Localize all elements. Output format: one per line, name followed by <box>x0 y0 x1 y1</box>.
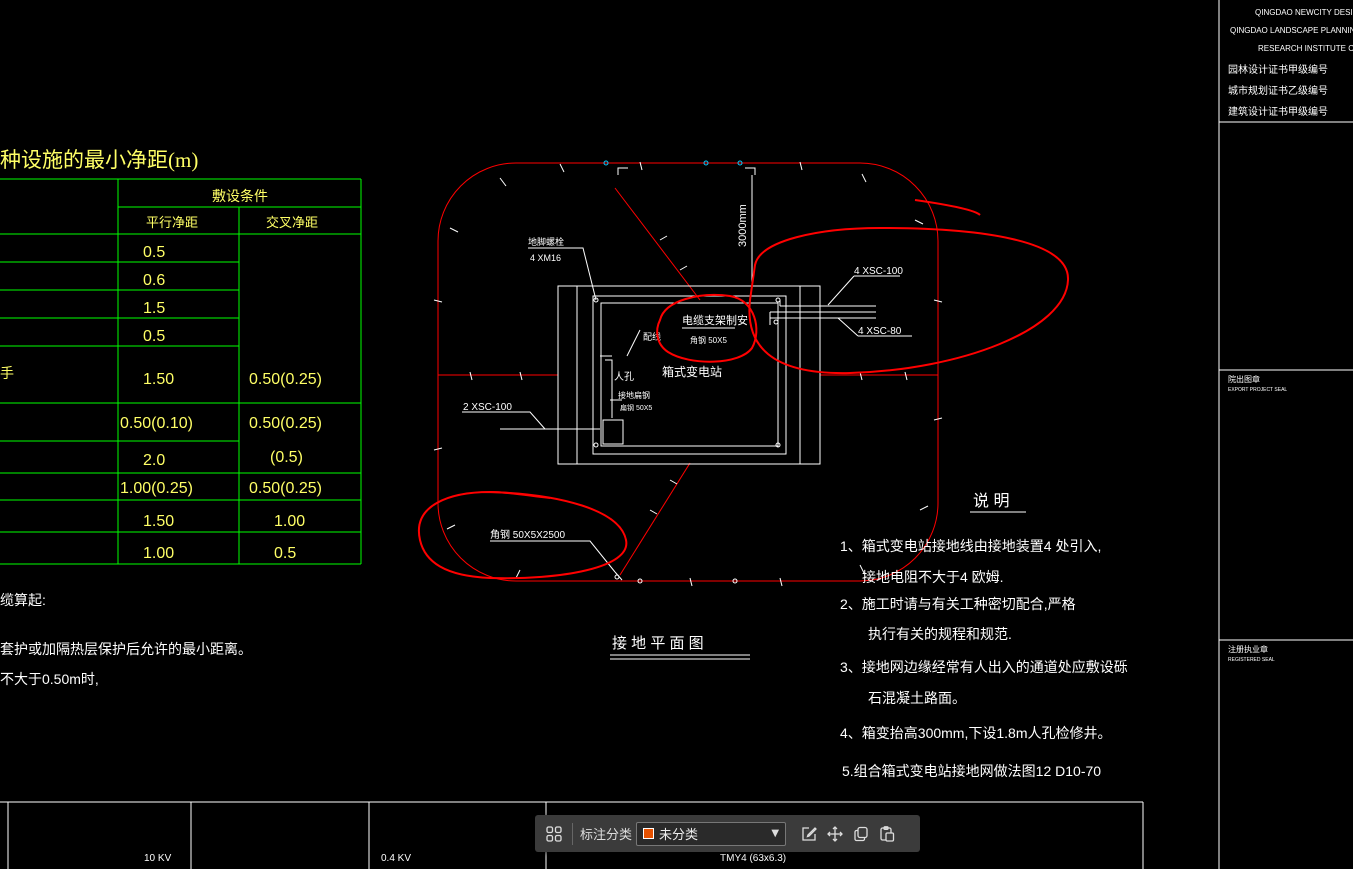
clearance-table-grid <box>0 178 362 565</box>
bottom-cell: 0.4 KV <box>381 853 411 864</box>
table-cell: 2.0 <box>143 452 165 469</box>
table-note: 缆算起: <box>0 592 46 608</box>
header-cross: 交叉净距 <box>266 215 318 230</box>
table-cell: (0.5) <box>270 449 303 466</box>
note-line: 4、箱变抬高300mm,下设1.8m人孔检修井。 <box>840 725 1111 741</box>
table-note: 套护或加隔热层保护后允许的最小距离。 <box>0 641 252 657</box>
notes-title: 说 明 <box>973 492 1009 510</box>
table-cell: 1.00 <box>143 545 174 562</box>
table-cell: 0.50(0.25) <box>249 480 322 497</box>
copy-icon[interactable] <box>848 821 874 847</box>
category-color-swatch <box>643 828 655 839</box>
table-cell: 1.00(0.25) <box>120 480 193 497</box>
table-cell: 1.5 <box>143 300 165 317</box>
note-line: 2、施工时请与有关工种密切配合,严格 <box>840 596 1076 612</box>
company-en-3: RESEARCH INSTITUTE CO., <box>1258 44 1353 53</box>
note-line: 1、箱式变电站接地线由接地装置4 处引入, <box>840 538 1101 554</box>
company-en-2: QINGDAO LANDSCAPE PLANNING&D <box>1230 26 1353 35</box>
cert-2: 城市规划证书乙级编号 <box>1228 84 1328 97</box>
annotation-toolbar: 标注分类 未分类 ▼ <box>535 815 920 852</box>
ground-bar-label: 接地扁钢 <box>618 390 650 400</box>
table-note: 不大于0.50m时, <box>0 671 99 687</box>
anchor-label: 地脚螺栓 <box>528 236 564 247</box>
table-cell: 1.00 <box>274 513 305 530</box>
category-selected-value: 未分类 <box>659 828 699 843</box>
table-cell: 0.6 <box>143 272 165 289</box>
grounding-plan: 3000mm 地脚螺栓 4 XM16 电缆支架制安 角钢 50X5 4 XSC-… <box>417 160 1070 660</box>
row-suffix: 手 <box>0 365 14 381</box>
ground-wire-label: 配线 <box>643 331 661 342</box>
seal-2-en: REGISTERED SEAL <box>1228 657 1275 663</box>
table-cell: 1.50 <box>143 371 174 388</box>
conduit-left: 2 XSC-100 <box>463 402 512 413</box>
seal-1: 院出图章 <box>1228 374 1260 384</box>
note-line: 执行有关的规程和规范. <box>868 626 1012 642</box>
table-cell: 0.50(0.25) <box>249 415 322 432</box>
table-cell: 0.50(0.10) <box>120 415 193 432</box>
move-icon[interactable] <box>822 821 848 847</box>
cable-support-spec: 角钢 50X5 <box>690 335 727 345</box>
toolbar-divider <box>572 822 573 845</box>
conduit-mid: 4 XSC-80 <box>858 326 902 337</box>
cable-support-label: 电缆支架制安 <box>682 313 748 327</box>
bottom-cell: 10 KV <box>144 853 172 864</box>
anchor-spec: 4 XM16 <box>530 253 561 263</box>
angle-steel-label: 角钢 50X5X2500 <box>490 528 565 541</box>
box-station-label: 箱式变电站 <box>662 364 722 379</box>
plan-title: 接 地 平 面 图 <box>612 635 704 652</box>
annotation-category-select[interactable]: 未分类 ▼ <box>636 821 787 846</box>
table-cell: 0.5 <box>143 328 165 345</box>
note-line: 5.组合箱式变电站接地网做法图12 D10-70 <box>842 763 1101 779</box>
table-cell: 0.5 <box>274 545 296 562</box>
table-title: 种设施的最小净距(m) <box>0 148 198 172</box>
note-line: 3、接地网边缘经常有人出入的通道处应敷设砾 <box>840 659 1128 675</box>
manhole-label: 人孔 <box>614 371 634 383</box>
company-en-1: QINGDAO NEWCITY DESIGN C <box>1255 8 1353 17</box>
cert-1: 园林设计证书甲级编号 <box>1228 63 1328 76</box>
bottom-cell: TMY4 (63x6.3) <box>720 853 786 864</box>
table-cell: 0.50(0.25) <box>249 371 322 388</box>
ground-bar-spec: 扁钢 50X5 <box>620 403 652 412</box>
seal-2: 注册执业章 <box>1228 644 1268 654</box>
annotation-category-label: 标注分类 <box>580 828 633 843</box>
table-cell: 1.50 <box>143 513 174 530</box>
header-parallel: 平行净距 <box>146 215 198 230</box>
edit-icon[interactable] <box>796 821 822 847</box>
grid-apps-icon[interactable] <box>541 821 567 847</box>
header-main: 敷设条件 <box>212 188 268 204</box>
chevron-down-icon: ▼ <box>771 828 780 839</box>
seal-1-en: EXPORT PROJECT SEAL <box>1228 387 1287 393</box>
note-line: 石混凝土路面。 <box>868 690 966 706</box>
cert-3: 建筑设计证书甲级编号 <box>1228 105 1328 118</box>
dim-3000: 3000mm <box>737 204 749 247</box>
note-line: 接地电阻不大于4 欧姆. <box>862 569 1004 585</box>
conduit-top: 4 XSC-100 <box>854 266 903 277</box>
table-cell: 0.5 <box>143 244 165 261</box>
title-block <box>1218 0 1353 869</box>
paste-icon[interactable] <box>874 821 900 847</box>
